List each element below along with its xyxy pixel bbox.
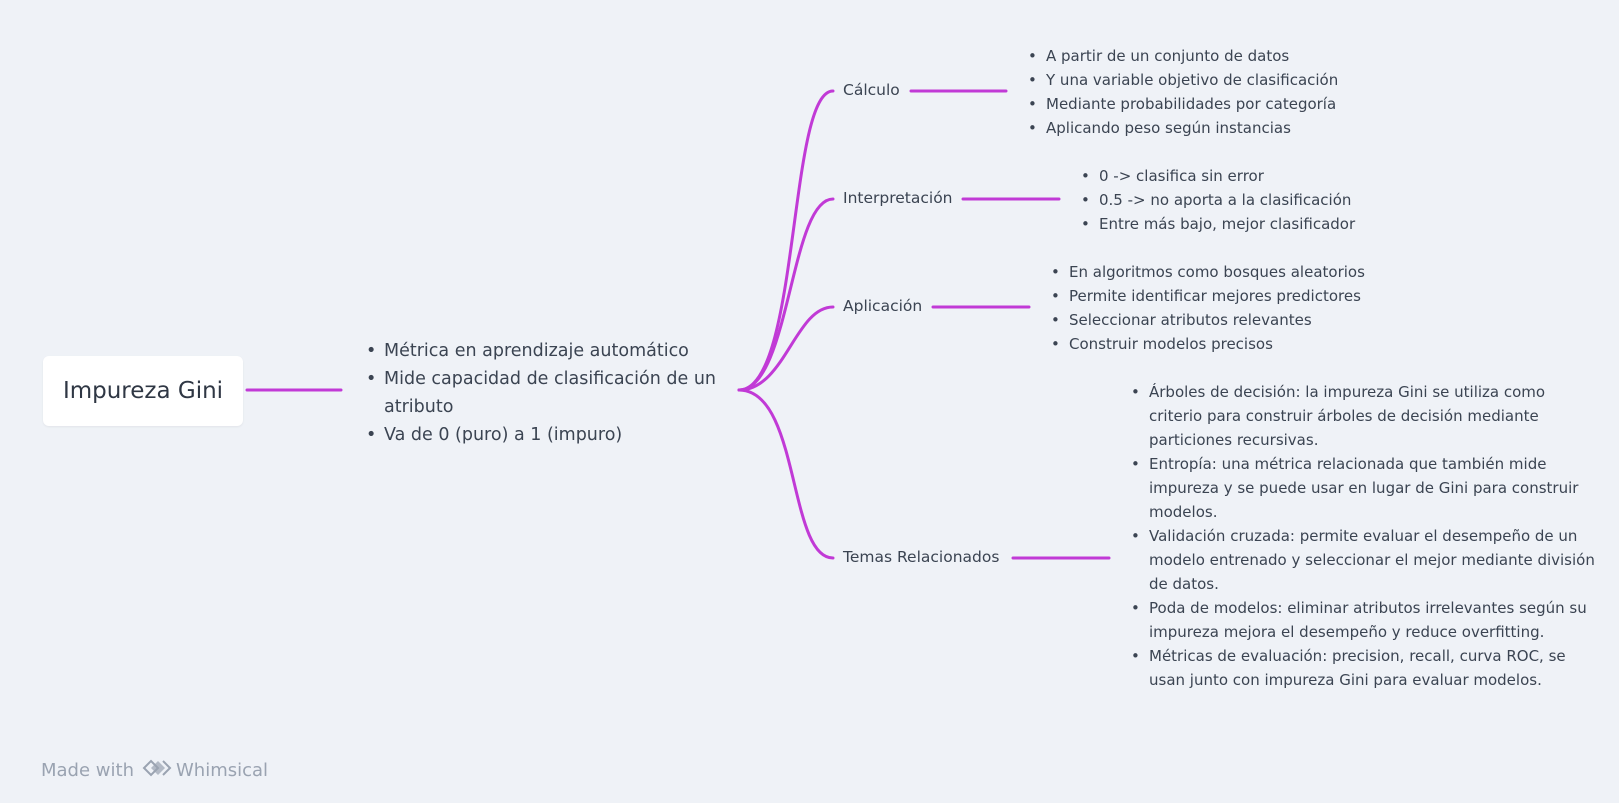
list-item: Validación cruzada: permite evaluar el d… (1129, 524, 1599, 596)
list-item: Poda de modelos: eliminar atributos irre… (1129, 596, 1599, 644)
list-item: A partir de un conjunto de datos (1026, 44, 1338, 68)
summary-item: Mide capacidad de clasificación de un at… (364, 365, 739, 421)
summary-item: Va de 0 (puro) a 1 (impuro) (364, 421, 739, 449)
whimsical-logo-icon (142, 759, 172, 782)
made-with-text: Made with (41, 760, 134, 781)
list-item: Y una variable objetivo de clasificación (1026, 68, 1338, 92)
list-item: Permite identificar mejores predictores (1049, 284, 1365, 308)
summary-list[interactable]: Métrica en aprendizaje automático Mide c… (364, 337, 739, 449)
branch-connector-interpretacion (737, 197, 835, 392)
branch-connector-temas (737, 388, 835, 560)
brand-name: Whimsical (175, 760, 269, 781)
branch-connector-aplicacion (737, 305, 835, 392)
list-item: Árboles de decisión: la impureza Gini se… (1129, 380, 1599, 452)
list-item: Construir modelos precisos (1049, 332, 1365, 356)
list-item: Seleccionar atributos relevantes (1049, 308, 1365, 332)
branch-label-calculo[interactable]: Cálculo (843, 81, 900, 99)
branch-label-temas-relacionados[interactable]: Temas Relacionados (843, 548, 1000, 566)
branch-connector-calculo (737, 89, 835, 392)
list-item: En algoritmos como bosques aleatorios (1049, 260, 1365, 284)
list-item: Mediante probabilidades por categoría (1026, 92, 1338, 116)
root-node[interactable]: Impureza Gini (43, 356, 243, 426)
branch-items-calculo[interactable]: A partir de un conjunto de datos Y una v… (1026, 44, 1338, 140)
list-item: 0.5 -> no aporta a la clasificación (1079, 188, 1355, 212)
branch-items-aplicacion[interactable]: En algoritmos como bosques aleatorios Pe… (1049, 260, 1365, 356)
list-item: Métricas de evaluación: precision, recal… (1129, 644, 1599, 692)
list-item: Entropía: una métrica relacionada que ta… (1129, 452, 1599, 524)
root-label: Impureza Gini (62, 378, 224, 404)
list-item: 0 -> clasifica sin error (1079, 164, 1355, 188)
branch-items-temas-relacionados[interactable]: Árboles de decisión: la impureza Gini se… (1129, 380, 1599, 692)
branch-items-interpretacion[interactable]: 0 -> clasifica sin error 0.5 -> no aport… (1079, 164, 1355, 236)
branch-label-aplicacion[interactable]: Aplicación (843, 297, 923, 315)
summary-item: Métrica en aprendizaje automático (364, 337, 739, 365)
made-with-footer[interactable]: Made with Whimsical (41, 759, 268, 782)
list-item: Entre más bajo, mejor clasificador (1079, 212, 1355, 236)
list-item: Aplicando peso según instancias (1026, 116, 1338, 140)
branch-label-interpretacion[interactable]: Interpretación (843, 189, 953, 207)
